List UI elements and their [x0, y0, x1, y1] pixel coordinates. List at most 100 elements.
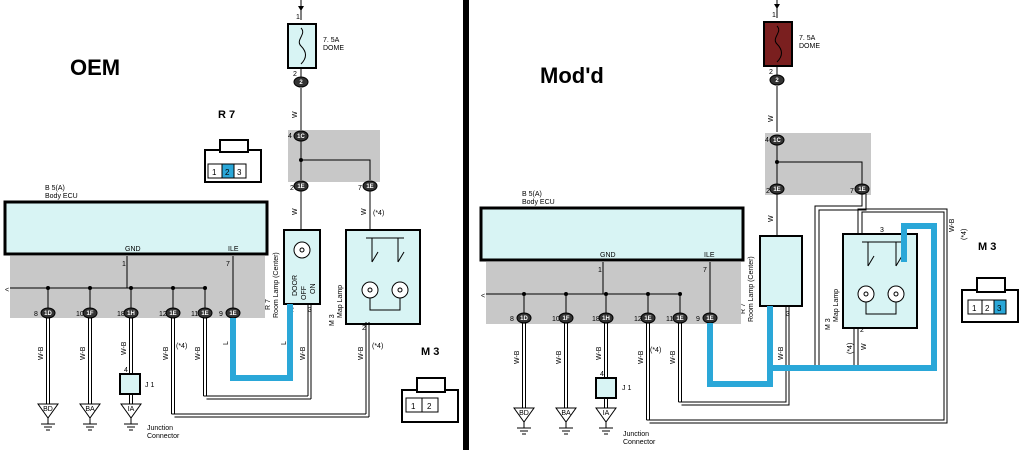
wire-color-label: W: [292, 111, 299, 118]
switch-label-on: ON: [310, 284, 317, 295]
connector-shape: [293, 76, 309, 88]
wire-color-label: L: [223, 341, 230, 345]
connector-oval: 1F: [558, 312, 574, 324]
junction-connector-box: [119, 373, 141, 395]
junction-label: Connector: [623, 439, 656, 446]
pin-number: 3: [880, 227, 884, 234]
ecu-id: B 5(A): [522, 191, 542, 198]
component-id: R 7: [740, 303, 747, 314]
pin-number: 12: [159, 311, 167, 318]
connector-oval: 1E: [854, 183, 870, 195]
connector-pin: 1: [972, 304, 977, 313]
lamp-filament-icon: [863, 291, 869, 297]
connector-view-id: R 7: [218, 109, 235, 121]
connector-label: 1H: [602, 316, 610, 322]
fuse-output-oval: 2: [293, 76, 309, 88]
bus-break-icon: <: [481, 293, 485, 300]
wire-color-label: W-B: [300, 346, 307, 360]
pin-number: 2: [362, 325, 366, 332]
ground-symbol: BD: [37, 403, 59, 431]
connector-latch: [219, 139, 249, 153]
ground-triangle: [595, 407, 617, 423]
wire-color-label: W: [861, 343, 868, 350]
wire-color-label: W-B: [80, 346, 87, 360]
fuse-body: [287, 23, 317, 69]
connector-oval: 1D: [516, 312, 532, 324]
ground-label: BD: [519, 410, 529, 417]
pin-number: 8: [34, 311, 38, 318]
connector-label: 1E: [201, 311, 208, 317]
pin-number: 11: [191, 311, 198, 318]
ground-label: IA: [128, 406, 135, 413]
note-label: (*4): [847, 343, 854, 354]
connector-pin: 3: [237, 168, 242, 177]
wire-color-label: W-B: [163, 346, 170, 360]
junction-label: Junction: [147, 425, 173, 432]
component-name: Map Lamp: [337, 285, 344, 318]
component-name: Room Lamp (Center): [748, 256, 755, 322]
junction-label: Junction: [623, 431, 649, 438]
connector-shape: [165, 307, 181, 319]
pin-number: 18: [117, 311, 125, 318]
wire-color-label: W-B: [121, 341, 128, 355]
junction-label: Connector: [147, 433, 180, 440]
wire: [371, 251, 379, 263]
ground-label: BA: [561, 410, 571, 417]
wire: [649, 208, 948, 424]
ground-label: IA: [603, 410, 610, 417]
ground-label: BA: [85, 406, 95, 413]
component-id: M 3: [825, 318, 832, 330]
ecu-pin-ile: ILE: [228, 246, 239, 253]
connector-label: 1E: [676, 316, 683, 322]
connector-shape: [598, 312, 614, 324]
ground-triangle: [555, 407, 577, 423]
pin-number: 2: [769, 69, 773, 76]
pin-number: 12: [634, 316, 642, 323]
connector-pin-cell: [233, 163, 247, 179]
connector-shape: [769, 74, 785, 86]
pin-number: 3: [308, 307, 312, 314]
fuse-body: [763, 21, 793, 67]
wire-color-label: W: [768, 115, 775, 122]
ecu-name: Body ECU: [522, 199, 555, 206]
ecu-pin-ile: ILE: [704, 252, 715, 259]
bus-break-icon: <: [5, 287, 9, 294]
connector-label: 1H: [127, 311, 135, 317]
connector-latch: [976, 277, 1006, 293]
lamp-icon: [887, 285, 905, 303]
pin-number: 2: [293, 71, 297, 78]
pin-number: 8: [510, 316, 514, 323]
body-ecu-box: [479, 206, 745, 262]
connector-pin-cell: [993, 299, 1007, 315]
connector-label: 1E: [706, 316, 713, 322]
connector-shape: [40, 307, 56, 319]
wire-color-label: W-B: [596, 346, 603, 360]
fuse-name: DOME: [799, 43, 820, 50]
connector-oval: 1E: [197, 307, 213, 319]
component-name: Room Lamp (Center): [273, 252, 280, 318]
wire: [814, 194, 863, 371]
ground-symbol: IA: [595, 407, 617, 435]
wire-color-label: W-B: [778, 346, 785, 360]
connector-shape: [197, 307, 213, 319]
note-label: (*4): [176, 343, 187, 350]
connector-shape: [516, 312, 532, 324]
connector-pin: 1: [212, 168, 217, 177]
wire: [678, 306, 787, 403]
connector-label: 1E: [297, 184, 304, 190]
ground-triangle: [37, 403, 59, 419]
connector-oval: 1H: [123, 307, 139, 319]
connector-pin: 2: [427, 402, 432, 411]
wire-color-label: L: [281, 341, 288, 345]
pin-number: 4: [124, 367, 128, 374]
fuse-output-oval: 2: [769, 74, 785, 86]
pin-number: 4: [600, 371, 604, 378]
connector-label: 1E: [229, 311, 236, 317]
lamp-filament-icon: [299, 247, 305, 253]
pin-number: 11: [666, 316, 673, 323]
wire-color-label: W: [292, 208, 299, 215]
